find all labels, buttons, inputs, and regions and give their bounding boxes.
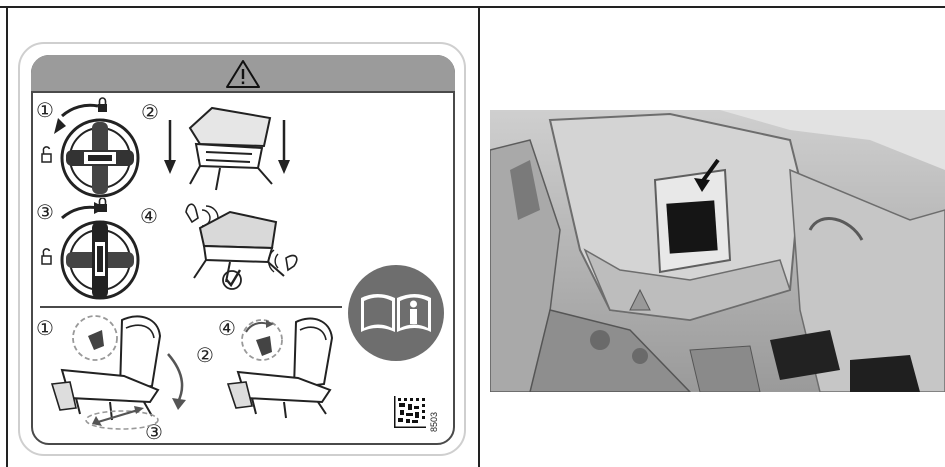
checkmark-icon [223,270,241,289]
warning-triangle-icon [225,59,261,89]
label-code-number: 8503 [429,412,439,432]
frame-top-border [0,6,945,8]
padlock-icon [98,98,107,112]
seat-lock-illustration [222,310,362,422]
mounting-location-photo [490,110,945,392]
box-secured-illustration [160,196,306,296]
datamatrix-code [394,396,426,428]
box-lowering-illustration [160,100,300,198]
label-section-divider [40,306,342,308]
knob-lock-illustration [40,198,145,308]
frame-column-divider [478,6,480,467]
frame-left-border [6,6,8,467]
seat-release-illustration [40,310,210,438]
knob-unlock-illustration [40,96,145,206]
